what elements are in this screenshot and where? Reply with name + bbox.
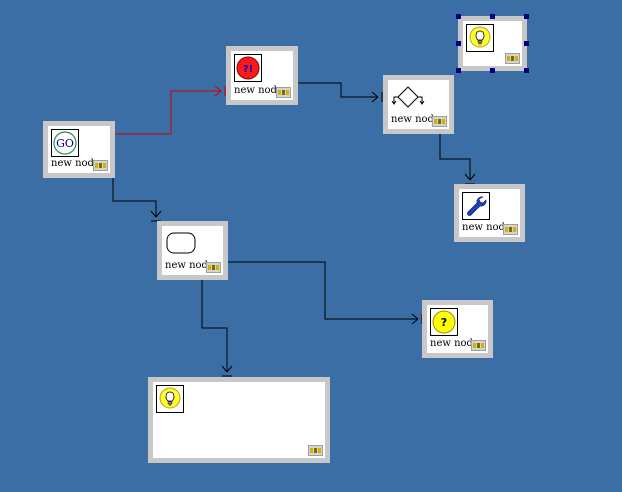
node-idea-selected[interactable] [456, 14, 529, 73]
resize-handle-ne[interactable] [524, 14, 529, 19]
link-go-state[interactable] [112, 178, 157, 217]
resize-handle-n[interactable] [490, 14, 495, 19]
resize-handle-sw[interactable] [456, 68, 461, 73]
node-decision[interactable]: new node [383, 75, 454, 134]
node-body [463, 21, 522, 66]
wrench-icon [462, 192, 490, 220]
go-icon: GO [51, 129, 79, 157]
lightbulb-icon [156, 385, 184, 413]
link-go-alert[interactable] [115, 90, 221, 135]
decision-diamond-icon [391, 83, 425, 111]
node-body [153, 382, 325, 458]
resize-handle-s[interactable] [490, 68, 495, 73]
svg-text:GO: GO [56, 137, 74, 150]
node-label: new node [391, 114, 440, 125]
node-state[interactable]: new node [157, 221, 228, 280]
expand-icon[interactable] [308, 445, 323, 456]
node-body: ? new node [427, 305, 488, 353]
exclamation-question-icon: ?! [234, 54, 262, 82]
node-label: new node [234, 85, 283, 96]
resize-handle-nw[interactable] [456, 14, 461, 19]
expand-icon[interactable] [206, 262, 221, 273]
link-decision-tool[interactable] [439, 133, 471, 180]
link-state-idea2[interactable] [201, 280, 228, 372]
node-body: new node [162, 226, 223, 275]
node-alert[interactable]: ?! new node [226, 46, 298, 105]
node-label: new node [165, 260, 214, 271]
resize-handle-w[interactable] [456, 41, 461, 46]
expand-icon[interactable] [432, 116, 447, 127]
resize-handle-se[interactable] [524, 68, 529, 73]
rounded-rect-icon [165, 229, 197, 257]
expand-icon[interactable] [93, 160, 108, 171]
expand-icon[interactable] [505, 53, 520, 64]
resize-handle-e[interactable] [524, 41, 529, 46]
arrowhead-alert-decision [371, 91, 383, 103]
expand-icon[interactable] [276, 87, 291, 98]
node-label: new node [51, 158, 100, 169]
node-go[interactable]: GO new node [43, 121, 115, 178]
node-body: new node [388, 80, 449, 129]
node-tool[interactable]: new node [454, 184, 525, 242]
lightbulb-icon [466, 24, 494, 52]
node-body: GO new node [48, 126, 110, 173]
svg-text:?: ? [441, 316, 447, 329]
link-alert-decision[interactable] [298, 82, 378, 98]
node-question[interactable]: ? new node [422, 300, 493, 358]
expand-icon[interactable] [503, 224, 518, 235]
node-label: new node [462, 222, 511, 233]
question-icon: ? [430, 308, 458, 336]
node-label: new node [430, 338, 479, 349]
node-idea-large[interactable] [148, 377, 330, 463]
node-body: new node [459, 189, 520, 237]
expand-icon[interactable] [471, 340, 486, 351]
svg-text:?!: ?! [243, 64, 253, 75]
arrowhead-state-idea2 [221, 365, 233, 377]
node-body: ?! new node [231, 51, 293, 100]
link-state-question[interactable] [228, 261, 418, 320]
arrowhead-go-alert [214, 85, 226, 97]
